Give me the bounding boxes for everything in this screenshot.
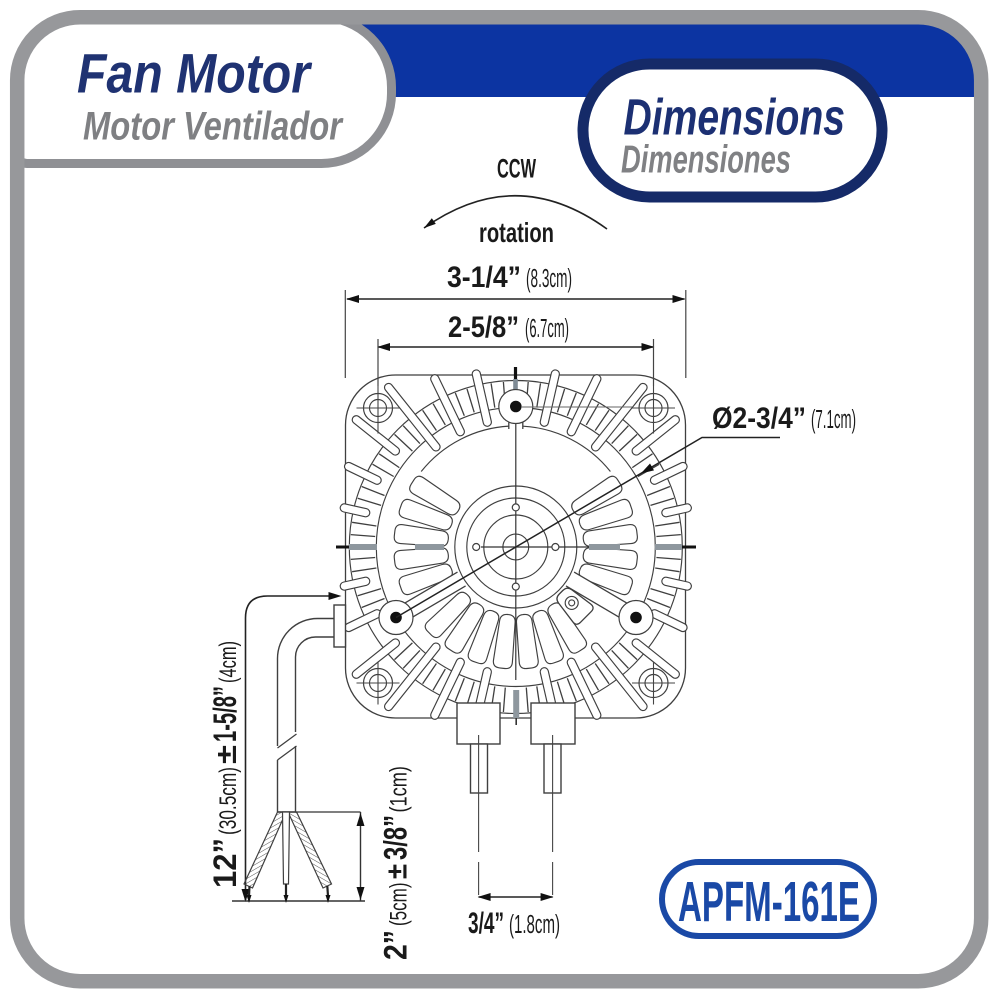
svg-text:Motor Ventilador: Motor Ventilador (83, 105, 344, 149)
svg-text:3-1/4”: 3-1/4” (447, 261, 521, 294)
svg-text:12”(30.5cm)±1-5/8”(4cm): 12”(30.5cm)±1-5/8”(4cm) (206, 641, 243, 888)
svg-text:Dimensions: Dimensions (624, 89, 846, 146)
svg-text:CCW: CCW (497, 154, 536, 184)
svg-text:(6.7cm): (6.7cm) (525, 315, 569, 343)
svg-text:2-5/8”: 2-5/8” (448, 311, 519, 344)
svg-text:(8.3cm): (8.3cm) (526, 265, 572, 293)
svg-text:Dimensiones: Dimensiones (621, 138, 791, 181)
svg-text:APFM-161E: APFM-161E (678, 870, 860, 934)
svg-text:(7.1cm): (7.1cm) (811, 406, 856, 434)
svg-text:3/4”: 3/4” (468, 907, 504, 940)
svg-text:Ø2-3/4”: Ø2-3/4” (712, 402, 806, 435)
svg-text:Fan Motor: Fan Motor (77, 43, 313, 105)
svg-text:2”(5cm)±3/8”(1cm): 2”(5cm)±3/8”(1cm) (377, 766, 414, 960)
svg-text:(1.8cm): (1.8cm) (509, 911, 560, 939)
svg-text:rotation: rotation (479, 217, 554, 248)
